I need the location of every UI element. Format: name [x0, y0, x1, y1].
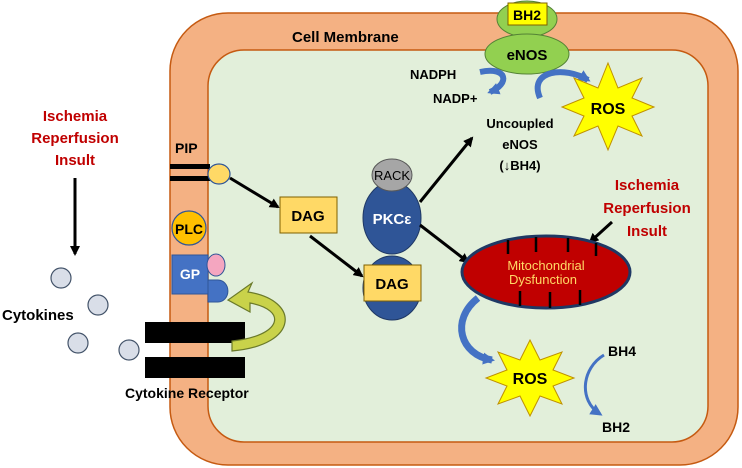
mito-label-line1: Mitochondrial [507, 258, 584, 273]
enos-to-ros-arrow [534, 69, 591, 100]
pip-bar [170, 176, 210, 181]
dag-translocation-arrow [309, 234, 364, 278]
ischemia-left-line3: Insult [55, 152, 95, 169]
pkc-to-mito-arrow [419, 223, 470, 264]
pip-to-dag-arrow [229, 176, 280, 209]
cytokine-circle [118, 339, 140, 361]
cytoplasm [207, 49, 709, 443]
ros-burst [560, 61, 656, 152]
bh2-bottom-label: BH2 [602, 419, 630, 435]
dag-box [279, 196, 338, 234]
gp-subunit-pink [206, 253, 226, 277]
cytokine-circle [87, 294, 109, 316]
ischemia-right-arrow [588, 220, 614, 244]
gp-node [171, 254, 209, 295]
ischemia-right-line2: Reperfusion [603, 200, 691, 217]
gp-subunit-blue [207, 279, 229, 303]
plc-node [171, 210, 207, 246]
dag-label: DAG [375, 276, 408, 293]
ros-bottom-label: ROS [513, 371, 548, 388]
dag-box [363, 264, 422, 302]
ros-burst [484, 338, 576, 418]
dag-label: DAG [291, 208, 324, 225]
cytokines-label: Cytokines [2, 307, 74, 324]
nadp-label: NADP+ [433, 91, 478, 106]
cell-membrane-label: Cell Membrane [292, 29, 399, 46]
pkc-label: PKCε [373, 211, 412, 228]
ischemia-left-line1: Ischemia [43, 108, 108, 125]
bh4-to-bh2-arrow [584, 353, 605, 416]
bh2-box [507, 2, 548, 26]
uncoupled-label-line2: eNOS [502, 137, 538, 152]
cytokine-receptor-bar [145, 322, 245, 343]
cytokine-receptor-bar [145, 357, 245, 378]
cytokine-circle [50, 267, 72, 289]
pip-label: PIP [175, 140, 198, 156]
nadph-arrow [479, 67, 507, 95]
mito-label-line2: Dysfunction [509, 272, 577, 287]
bh4-label: BH4 [608, 343, 636, 359]
mito-to-ros-arrow [458, 295, 495, 365]
ros-top-label: ROS [591, 101, 626, 118]
gp-label: GP [180, 266, 200, 282]
nadph-label: NADPH [410, 67, 456, 82]
cytokine-circle [67, 332, 89, 354]
receptor-activation-arrow [226, 281, 286, 352]
plc-label: PLC [175, 221, 203, 237]
bh2-top-label: BH2 [513, 7, 541, 23]
uncoupled-label-line3: (↓BH4) [499, 158, 540, 173]
enos-node [484, 33, 570, 75]
pkc-to-uncoupled-arrow [418, 136, 474, 203]
uncoupled-label-line1: Uncoupled [486, 116, 553, 131]
rack-node [371, 158, 413, 192]
enos-label: eNOS [507, 47, 548, 64]
ischemia-right-line3: Insult [627, 223, 667, 240]
pip-bar [170, 164, 210, 169]
mitochondria [460, 234, 632, 310]
rack-label: RACK [374, 168, 410, 183]
ischemia-right-line1: Ischemia [615, 177, 680, 194]
pip-head [207, 163, 231, 185]
ischemia-left-line2: Reperfusion [31, 130, 119, 147]
cytokine-receptor-label: Cytokine Receptor [125, 385, 249, 401]
